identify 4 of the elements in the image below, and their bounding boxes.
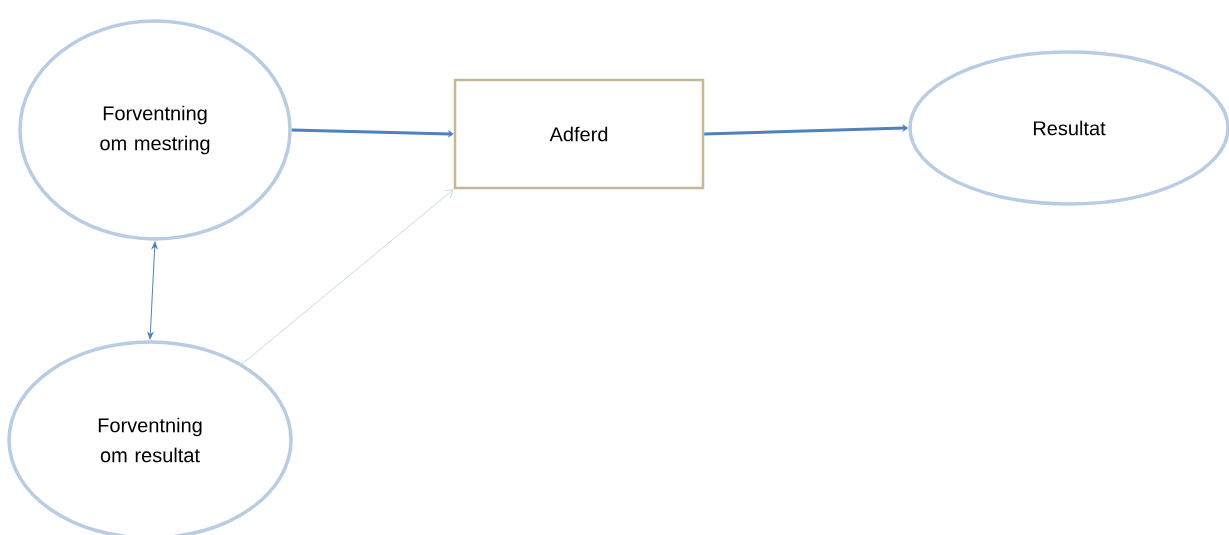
arrow [147,241,158,340]
ellipse-node: Forventning om mestring [18,19,292,241]
process-box: Adferd [453,78,705,190]
arrow [241,189,454,365]
